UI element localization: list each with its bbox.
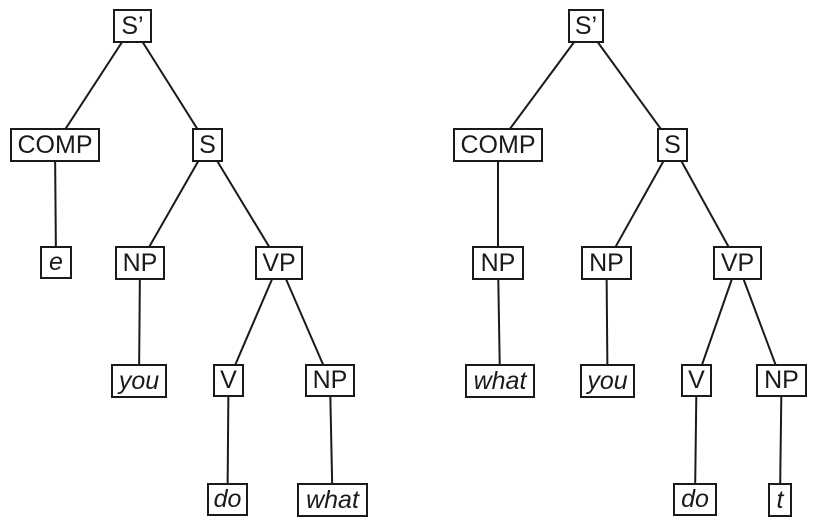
right-tree-node-s-bar: S’ — [568, 9, 604, 43]
right-tree-node-np-subj: NP — [581, 246, 632, 280]
left-tree-node-do: do — [207, 483, 248, 516]
left-tree-node-what: what — [297, 483, 368, 517]
left-tree-edge-s-bar-comp — [54, 25, 134, 146]
right-tree-node-t: t — [768, 483, 792, 517]
left-tree-edge-vp-v — [227, 262, 280, 381]
right-tree-edge-np-wh-what — [497, 262, 501, 382]
right-tree-node-np-obj: NP — [756, 364, 807, 397]
left-tree-edge-v-do — [226, 380, 230, 500]
left-tree-edge-s-bar-s — [131, 25, 209, 146]
left-tree-node-vp: VP — [255, 246, 303, 280]
right-tree-edge-s-bar-s — [585, 25, 674, 146]
left-tree-edge-comp-e — [54, 144, 57, 263]
left-tree-node-comp: COMP — [10, 128, 100, 162]
right-tree-node-v: V — [681, 364, 712, 397]
right-tree-edge-np-subj-you — [605, 262, 609, 382]
right-tree-edge-s-bar-comp — [497, 25, 587, 146]
right-tree-node-np-wh: NP — [472, 246, 524, 280]
left-tree-edge-np-obj-what — [329, 380, 334, 501]
left-tree-node-v: V — [213, 364, 244, 397]
left-tree-edge-vp-np-obj — [278, 262, 331, 381]
left-tree-edge-np-subj-you — [138, 262, 141, 382]
left-tree-node-you: you — [111, 364, 167, 398]
left-tree-node-np-subj: NP — [115, 246, 165, 280]
left-tree-node-e: e — [40, 246, 72, 279]
left-tree-node-np-obj: NP — [305, 364, 355, 397]
left-tree-node-s: S — [192, 128, 223, 162]
right-tree-node-vp: VP — [713, 246, 762, 280]
right-tree-edge-s-np-subj — [605, 144, 674, 264]
right-tree-node-do: do — [673, 483, 717, 516]
right-tree-node-comp: COMP — [453, 128, 543, 162]
right-tree-edge-vp-np-obj — [736, 262, 783, 381]
right-tree-node-what: what — [465, 364, 535, 398]
left-tree-node-s-bar: S’ — [113, 9, 152, 43]
right-tree-edge-s-vp — [671, 144, 739, 264]
right-tree-edge-np-obj-t — [779, 380, 783, 501]
right-tree-edge-vp-v — [695, 262, 739, 381]
right-tree-node-s: S — [657, 128, 688, 162]
left-tree-edge-s-vp — [206, 144, 280, 264]
right-tree-node-you: you — [580, 364, 635, 398]
right-tree-edge-v-do — [694, 380, 698, 500]
left-tree-edge-s-np-subj — [139, 144, 209, 264]
